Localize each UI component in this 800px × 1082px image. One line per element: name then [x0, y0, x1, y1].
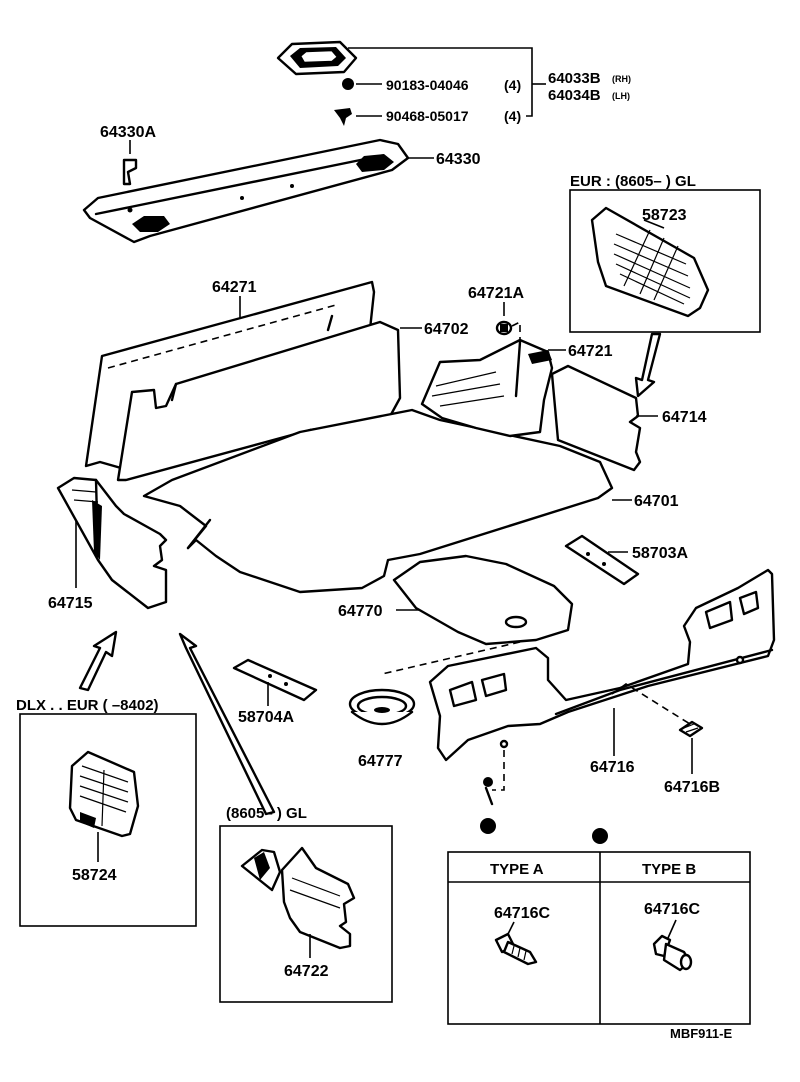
quarter-trim-64721-part: [420, 338, 554, 438]
eur-gl-note: EUR : (8605– ) GL: [570, 173, 696, 190]
trunk-floor-mat-part: [142, 408, 614, 594]
bracket-58704A-part: [232, 658, 318, 702]
label-64721A: 64721A: [468, 285, 524, 302]
speaker-cover-part: [276, 40, 358, 76]
spare-cover-64770-part: [392, 554, 574, 646]
label-64722: 64722: [284, 963, 329, 980]
package-tray-part: [82, 138, 410, 244]
type-a-header: TYPE A: [490, 861, 544, 878]
clip-90468: [334, 108, 352, 126]
label-64330A: 64330A: [100, 124, 156, 141]
label-64033B-side: (RH): [612, 74, 631, 84]
spare-tray-64777-part: [348, 688, 416, 726]
side-trim-64715-part: [56, 476, 168, 610]
label-64033B: 64033B: [548, 70, 601, 87]
label-58703A: 58703A: [632, 545, 688, 562]
label-64034B: 64034B: [548, 87, 601, 104]
label-64716B: 64716B: [664, 779, 720, 796]
label-64701: 64701: [634, 493, 679, 510]
label-64715: 64715: [48, 595, 93, 612]
clip-64716B: [678, 720, 704, 738]
label-64271: 64271: [212, 279, 257, 296]
gl-note: (8605– ) GL: [226, 805, 307, 822]
dlx-note: DLX . . EUR ( –8402): [16, 697, 159, 714]
label-58704A: 58704A: [238, 709, 294, 726]
label-64716C-type-b: 64716C: [644, 901, 700, 918]
label-58723: 58723: [642, 207, 687, 224]
callout-arrow-64722: [178, 632, 276, 816]
marker-b: [592, 828, 608, 844]
cover-58724-part: [68, 750, 140, 838]
label-90183: 90183-04046: [386, 77, 469, 93]
callout-arrow-58724: [78, 630, 118, 692]
label-64330: 64330: [436, 151, 481, 168]
diagram-code: MBF911-E: [670, 1026, 732, 1041]
bracket-58703A-part: [564, 534, 640, 586]
eur-gl-detail-box: [569, 189, 761, 333]
side-trim-64722-part: [240, 846, 356, 950]
type-b-header: TYPE B: [642, 861, 696, 878]
clip-90183: [342, 78, 354, 90]
rear-panel-trim-64716-part: [428, 568, 776, 791]
clip-64721A: [495, 320, 513, 336]
label-90468: 90468-05017: [386, 108, 469, 124]
marker-a: [480, 818, 496, 834]
clip-64716C-installed: [483, 777, 494, 806]
clip-64716C-type-b: [652, 934, 693, 972]
label-58724: 58724: [72, 867, 117, 884]
quarter-trim-64714-part: [550, 364, 642, 472]
gl-detail-box: [219, 825, 393, 1003]
dlx-detail-box: [19, 713, 197, 927]
label-64702: 64702: [424, 321, 469, 338]
callout-arrow-58723: [634, 332, 662, 398]
label-64770: 64770: [338, 603, 383, 620]
label-64721: 64721: [568, 343, 613, 360]
label-90468-qty: (4): [504, 108, 521, 124]
screw-64716C-type-a: [494, 932, 538, 966]
label-64777: 64777: [358, 753, 403, 770]
clip-64330A: [122, 158, 138, 186]
label-64034B-side: (LH): [612, 91, 630, 101]
label-64716C-type-a: 64716C: [494, 905, 550, 922]
label-90183-qty: (4): [504, 77, 521, 93]
label-64716: 64716: [590, 759, 635, 776]
type-table: [447, 851, 751, 1025]
cover-58723-part: [590, 206, 710, 318]
label-64714: 64714: [662, 409, 707, 426]
